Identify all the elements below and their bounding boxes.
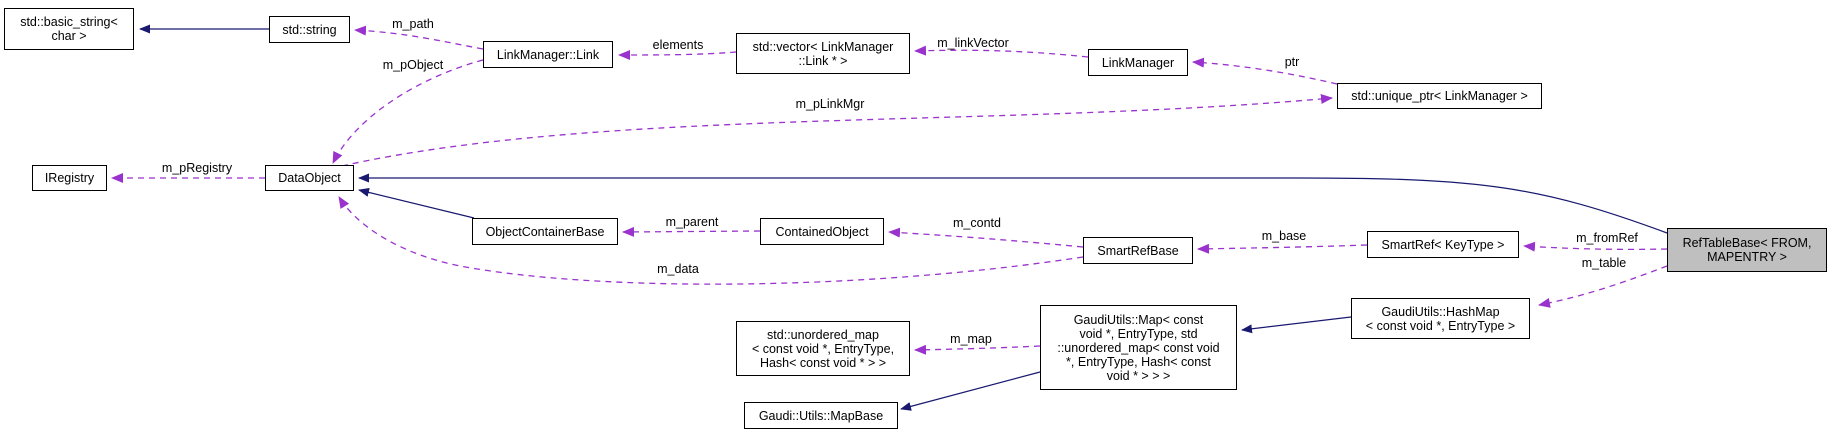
edge-usage-ptr [1192, 57, 1338, 85]
edge-label-ptr: ptr [1284, 55, 1300, 69]
edge-label-m-map: m_map [950, 332, 992, 346]
node-gaudiutils-map[interactable]: GaudiUtils::Map< const void *, EntryType… [1040, 305, 1237, 390]
edge-label-m-table: m_table [1581, 256, 1627, 270]
edge-label-m-pregistry: m_pRegistry [161, 161, 233, 175]
edge-inherit-reftablebase-dataobject [358, 173, 1668, 234]
edge-usage-m-plinkmgr [341, 94, 1333, 167]
node-dataobject[interactable]: DataObject [265, 165, 354, 191]
node-smartrefbase[interactable]: SmartRefBase [1083, 237, 1193, 264]
edge-inherit-hashmap-map [1241, 316, 1352, 334]
edge-usage-m-linkvector [914, 45, 1089, 58]
node-objectcontainerbase[interactable]: ObjectContainerBase [472, 218, 618, 245]
node-linkmanager-link[interactable]: LinkManager::Link [483, 41, 613, 68]
edge-label-m-contd: m_contd [953, 216, 1001, 230]
node-containedobject[interactable]: ContainedObject [760, 218, 884, 245]
edge-label-m-data: m_data [657, 262, 699, 276]
node-std-vector-link[interactable]: std::vector< LinkManager ::Link * > [736, 33, 910, 74]
edge-usage-m-data [338, 196, 1084, 285]
edge-usage-m-table [1538, 265, 1668, 308]
edge-usage-m-parent [622, 226, 761, 237]
edge-usage-m-map [914, 344, 1041, 355]
edge-inherit-objectcontainerbase-dataobject [358, 187, 475, 219]
node-std-unique-ptr[interactable]: std::unique_ptr< LinkManager > [1337, 83, 1542, 109]
edge-usage-elements [618, 49, 737, 60]
edge-inherit-map-mapbase [900, 371, 1041, 411]
node-reftablebase-focus[interactable]: RefTableBase< FROM, MAPENTRY > [1667, 228, 1827, 272]
node-std-basic-string[interactable]: std::basic_string< char > [4, 8, 134, 50]
edge-label-m-pobject: m_pObject [382, 58, 444, 72]
edge-label-m-parent: m_parent [665, 215, 719, 229]
edge-usage-m-contd [888, 227, 1084, 248]
node-iregistry[interactable]: IRegistry [32, 165, 107, 191]
edge-usage-m-fromref [1523, 241, 1668, 252]
edge-label-m-fromref: m_fromRef [1576, 231, 1638, 245]
edge-label-m-plinkmgr: m_pLinkMgr [795, 97, 865, 111]
edge-label-m-path: m_path [392, 17, 434, 31]
edge-usage-m-base [1197, 243, 1368, 254]
node-gaudiutils-hashmap[interactable]: GaudiUtils::HashMap < const void *, Entr… [1351, 298, 1530, 339]
edge-usage-m-path [354, 25, 484, 50]
edge-label-elements: elements [652, 38, 704, 52]
node-gaudi-utils-mapbase[interactable]: Gaudi::Utils::MapBase [744, 402, 898, 429]
node-linkmanager[interactable]: LinkManager [1088, 49, 1188, 76]
node-std-unordered-map[interactable]: std::unordered_map < const void *, Entry… [736, 321, 910, 376]
edge-label-m-linkvector: m_linkVector [937, 36, 1009, 50]
node-smartref-keytype[interactable]: SmartRef< KeyType > [1367, 231, 1519, 258]
node-std-string[interactable]: std::string [269, 16, 350, 43]
edge-label-m-base: m_base [1261, 229, 1307, 243]
edge-usage-m-pobject [332, 59, 484, 164]
